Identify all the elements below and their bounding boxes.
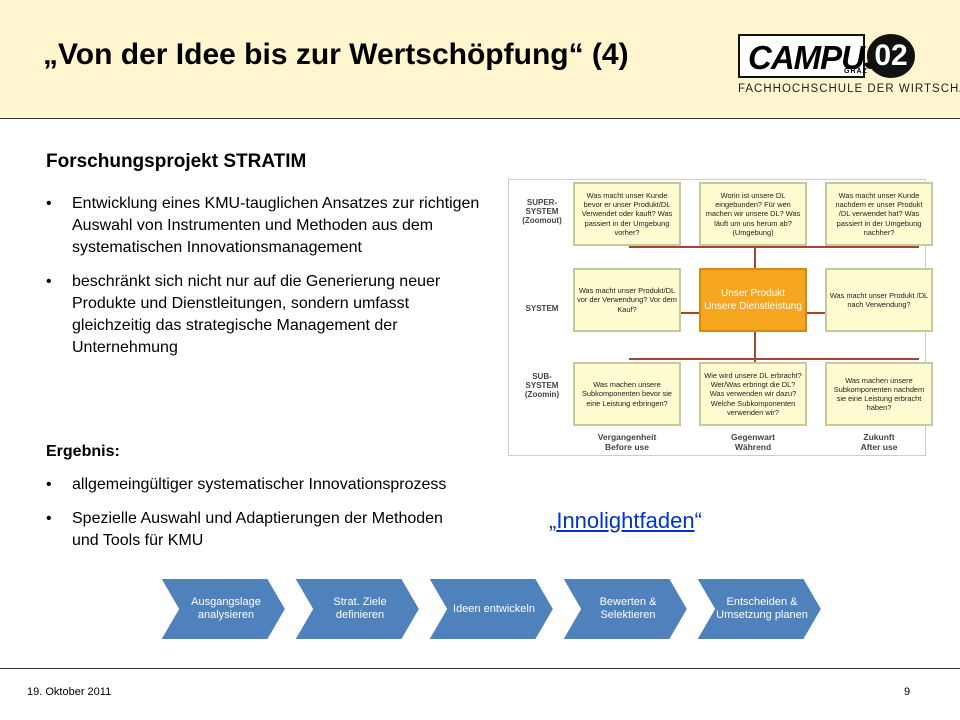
row-label-supersystem: SUPER- SYSTEM (Zoomout) xyxy=(522,198,562,225)
matrix-cell: Wie wird unsere DL erbracht? Wer/Was erb… xyxy=(699,362,807,426)
process-step: Strat. Ziele definieren xyxy=(294,578,420,640)
process-step-label: Bewerten & Selektieren xyxy=(599,596,657,621)
process-step-label: Ideen entwickeln xyxy=(453,602,535,615)
bullet-text: Spezielle Auswahl und Adaptierungen der … xyxy=(72,510,443,549)
matrix-cell: Was macht unser Produkt /DL nach Verwend… xyxy=(825,268,933,332)
bullet-dot: • xyxy=(46,273,52,290)
matrix-connector xyxy=(629,246,919,248)
logo-city: GRAZ xyxy=(844,68,868,75)
matrix-cell-center: Unser Produkt Unsere Dienstleistung xyxy=(699,268,807,332)
list-item: • allgemeingültiger systematischer Innov… xyxy=(46,474,466,496)
logo-subtitle: FACHHOCHSCHULE DER WIRTSCHAFT xyxy=(738,83,960,95)
process-step: Bewerten & Selektieren xyxy=(562,578,688,640)
col-label-present: Gegenwart Während xyxy=(731,432,775,452)
footer-divider xyxy=(0,668,960,669)
bullet-dot: • xyxy=(46,476,52,493)
bullet-dot: • xyxy=(46,195,52,212)
matrix-cell: Was macht unser Kunde nachdem er unser P… xyxy=(825,182,933,246)
row-label-system: SYSTEM xyxy=(525,304,559,313)
chevron-shape xyxy=(562,578,688,640)
list-item: • Spezielle Auswahl und Adaptierungen de… xyxy=(46,508,466,552)
col-label-past: Vergangenheit Before use xyxy=(597,432,657,452)
campus02-logo: CAMPUS GRAZ 02 FACHHOCHSCHULE DER WIRTSC… xyxy=(738,34,960,96)
matrix-cell: Was macht unser Produkt/DL vor der Verwe… xyxy=(573,268,681,332)
chevron-shape xyxy=(428,578,554,640)
result-bullet-list: • allgemeingültiger systematischer Innov… xyxy=(46,474,466,564)
process-step-label: Entscheiden & Umsetzung planen xyxy=(716,596,808,621)
chevron-shape xyxy=(160,578,286,640)
logo-box: CAMPUS GRAZ xyxy=(738,34,886,78)
link-close-quote: “ xyxy=(694,508,702,533)
process-chevron-flow: Ausgangslage analysieren Strat. Ziele de… xyxy=(160,578,840,640)
process-step: Ideen entwickeln xyxy=(428,578,554,640)
footer-date: 19. Oktober 2011 xyxy=(27,686,112,698)
result-label: Ergebnis: xyxy=(46,443,120,460)
process-step-label: Ausgangslage analysieren xyxy=(191,596,261,621)
logo-number: 02 xyxy=(867,34,915,78)
col-label-future: Zukunft After use xyxy=(860,432,898,452)
list-item: • Entwicklung eines KMU-tauglichen Ansat… xyxy=(46,193,486,259)
header-divider xyxy=(0,118,960,119)
chevron-shape xyxy=(696,578,822,640)
matrix-connector xyxy=(629,358,919,360)
matrix-cell: Was machen unsere Subkomponenten bevor s… xyxy=(573,362,681,426)
matrix-cell: Was machen unsere Subkomponenten nachdem… xyxy=(825,362,933,426)
chevron-shape xyxy=(294,578,420,640)
process-step: Entscheiden & Umsetzung planen xyxy=(696,578,822,640)
process-step: Ausgangslage analysieren xyxy=(160,578,286,640)
section-title: Forschungsprojekt STRATIM xyxy=(46,151,307,172)
row-label-subsystem: SUB- SYSTEM (Zoomin) xyxy=(524,372,560,399)
link-open-quote: „ xyxy=(549,508,557,533)
bullet-text: Entwicklung eines KMU-tauglichen Ansatze… xyxy=(72,195,480,256)
project-bullet-list: • Entwicklung eines KMU-tauglichen Ansat… xyxy=(46,193,486,371)
page-number: 9 xyxy=(904,686,911,698)
innolightfaden-link[interactable]: „Innolightfaden“ xyxy=(549,508,702,534)
matrix-cell: Worin ist unsere DL eingebunden? Für wen… xyxy=(699,182,807,246)
bullet-text: allgemeingültiger systematischer Innovat… xyxy=(72,476,447,493)
matrix-cell: Was macht unser Kunde bevor er unser Pro… xyxy=(573,182,681,246)
slide-title: „Von der Idee bis zur Wertschöpfung“ (4) xyxy=(43,38,629,71)
bullet-text: beschränkt sich nicht nur auf die Generi… xyxy=(72,273,441,356)
list-item: • beschränkt sich nicht nur auf die Gene… xyxy=(46,271,486,359)
link-text[interactable]: Innolightfaden xyxy=(556,508,695,533)
bullet-dot: • xyxy=(46,510,52,527)
system-operator-matrix: SUPER- SYSTEM (Zoomout) SYSTEM SUB- SYST… xyxy=(508,179,933,456)
logo-word: CAMPUS xyxy=(748,39,886,76)
process-step-label: Strat. Ziele definieren xyxy=(333,596,387,621)
